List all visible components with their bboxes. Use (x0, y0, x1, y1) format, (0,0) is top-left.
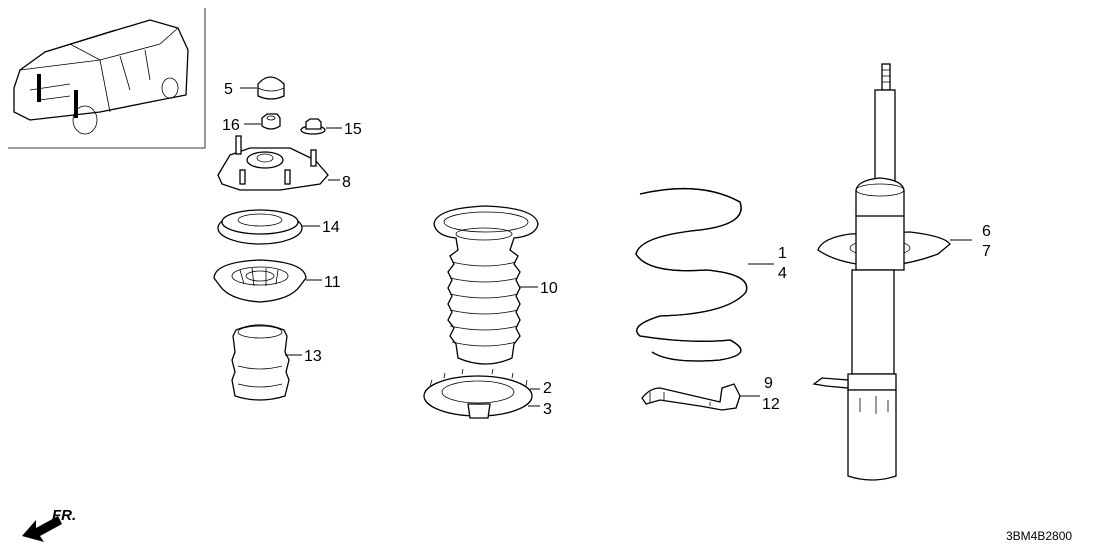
callout-3: 3 (543, 401, 552, 418)
callout-12: 12 (762, 396, 780, 413)
front-direction-arrow (22, 516, 62, 542)
part-10-dust-boot (433, 205, 539, 365)
part-1-4-coil-spring (635, 187, 774, 362)
callout-4: 4 (778, 265, 787, 282)
callout-14: 14 (322, 219, 340, 236)
part-9-12-seat (641, 383, 760, 411)
callout-1: 1 (778, 245, 787, 262)
callout-9: 9 (764, 375, 773, 392)
callout-16: 16 (222, 117, 240, 134)
part-14-bearing (217, 209, 320, 245)
front-direction-label: FR. (52, 507, 76, 524)
callout-11: 11 (324, 274, 341, 291)
vehicle-locator-inset (8, 8, 206, 149)
part-5-cap (240, 76, 285, 100)
callout-15: 15 (344, 121, 362, 138)
diagram-code: 3BM4B2800 (1006, 529, 1072, 543)
part-13-bump-stop (231, 324, 302, 401)
callout-2: 2 (543, 380, 552, 397)
part-2-3-insulator (423, 368, 540, 419)
part-11-spring-seat (213, 259, 322, 303)
strut-assembly (812, 63, 972, 481)
callout-13: 13 (304, 348, 322, 365)
callout-5: 5 (224, 81, 233, 98)
part-15-nut (300, 118, 342, 135)
callout-6: 6 (982, 223, 991, 240)
callout-10: 10 (540, 280, 558, 297)
part-8-upper-mount (217, 135, 340, 191)
callout-8: 8 (342, 174, 351, 191)
callout-7: 7 (982, 243, 991, 260)
part-16-nut (244, 113, 281, 130)
